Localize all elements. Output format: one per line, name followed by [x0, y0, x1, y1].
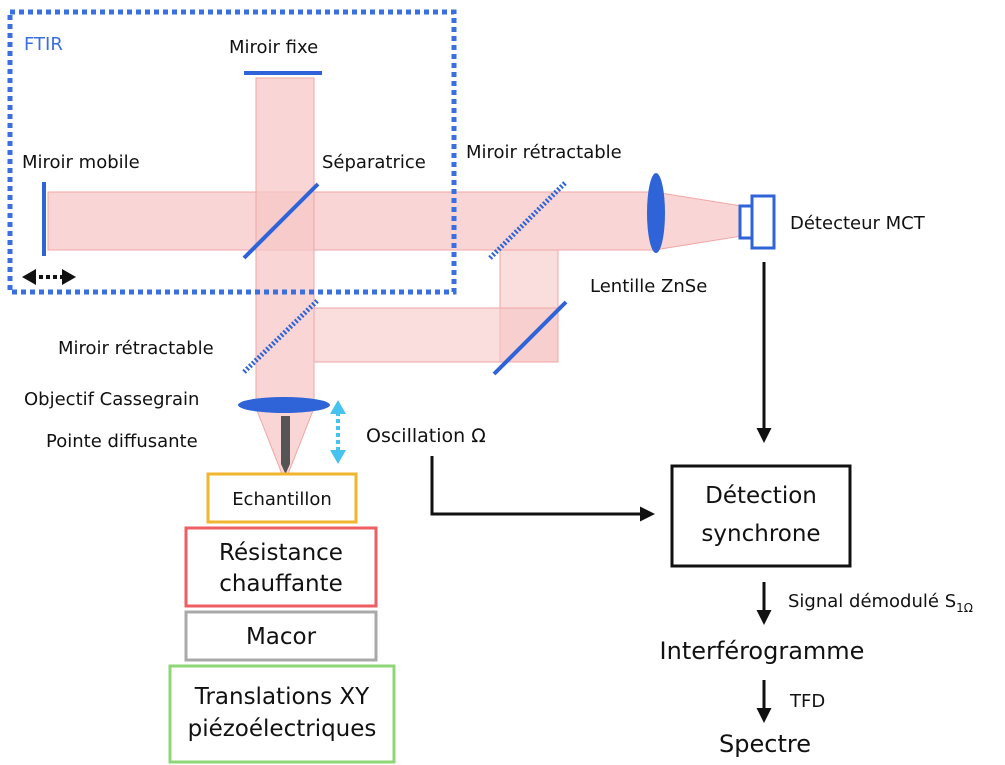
- objectif-label: Objectif Cassegrain: [24, 389, 199, 410]
- interferogramme-label: Interférogramme: [660, 637, 865, 665]
- macor-label: Macor: [246, 624, 317, 650]
- arrow-oscillation-to-detection: [430, 456, 655, 522]
- vertical-double-arrow-icon: [330, 400, 346, 464]
- beam-bypass-horizontal: [313, 307, 559, 363]
- translations-label-line2: piézoélectriques: [188, 716, 377, 742]
- translations-box: [168, 664, 396, 764]
- signal-label-subscript: 1Ω: [956, 601, 973, 615]
- objectif-cassegrain: [238, 397, 330, 413]
- beam-focus-to-detector: [653, 191, 743, 251]
- miroir-retractable-top: [488, 180, 568, 260]
- miroir-retractable-left: [242, 298, 320, 374]
- beam-horizontal-main: [47, 191, 655, 251]
- signal-label-text: Signal démodulé S: [788, 591, 956, 612]
- pointe-label: Pointe diffusante: [46, 431, 198, 452]
- ftir-label: FTIR: [24, 34, 63, 55]
- separatrice-label: Séparatrice: [322, 152, 426, 173]
- macor-box: [184, 610, 378, 662]
- echantillon-box: [206, 472, 358, 524]
- detection-label-line1: Détection: [705, 483, 817, 509]
- detecteur-mct: [738, 194, 776, 250]
- tfd-label: TFD: [789, 691, 825, 712]
- spectre-label: Spectre: [719, 730, 811, 758]
- double-arrow-icon: [22, 269, 76, 285]
- oscillation-label: Oscillation Ω: [366, 425, 486, 447]
- resistance-label-line1: Résistance: [219, 540, 343, 566]
- ftir-frame: [7, 9, 457, 295]
- echantillon-label: Echantillon: [232, 489, 332, 510]
- beam-paths: [47, 77, 743, 475]
- detecteur-label: Détecteur MCT: [790, 213, 926, 234]
- signal-label: Signal démodulé S1Ω: [788, 591, 973, 615]
- lentille-label: Lentille ZnSe: [590, 276, 707, 297]
- miroir-retractable-top-label: Miroir rétractable: [466, 142, 622, 163]
- miroir-retractable-left-label: Miroir rétractable: [58, 338, 214, 359]
- lentille-znse: [647, 173, 665, 253]
- miroir-fixe-label: Miroir fixe: [229, 37, 318, 58]
- detection-synchrone-box: [670, 464, 852, 568]
- resistance-label-line2: chauffante: [219, 571, 343, 597]
- pointe-diffusante: [281, 416, 290, 474]
- detection-label-line2: synchrone: [701, 521, 820, 547]
- separatrice: [242, 182, 320, 260]
- bypass-mirror: [492, 300, 568, 376]
- resistance-box: [184, 526, 378, 608]
- translations-label-line1: Translations XY: [194, 684, 370, 710]
- miroir-mobile-label: Miroir mobile: [22, 152, 140, 173]
